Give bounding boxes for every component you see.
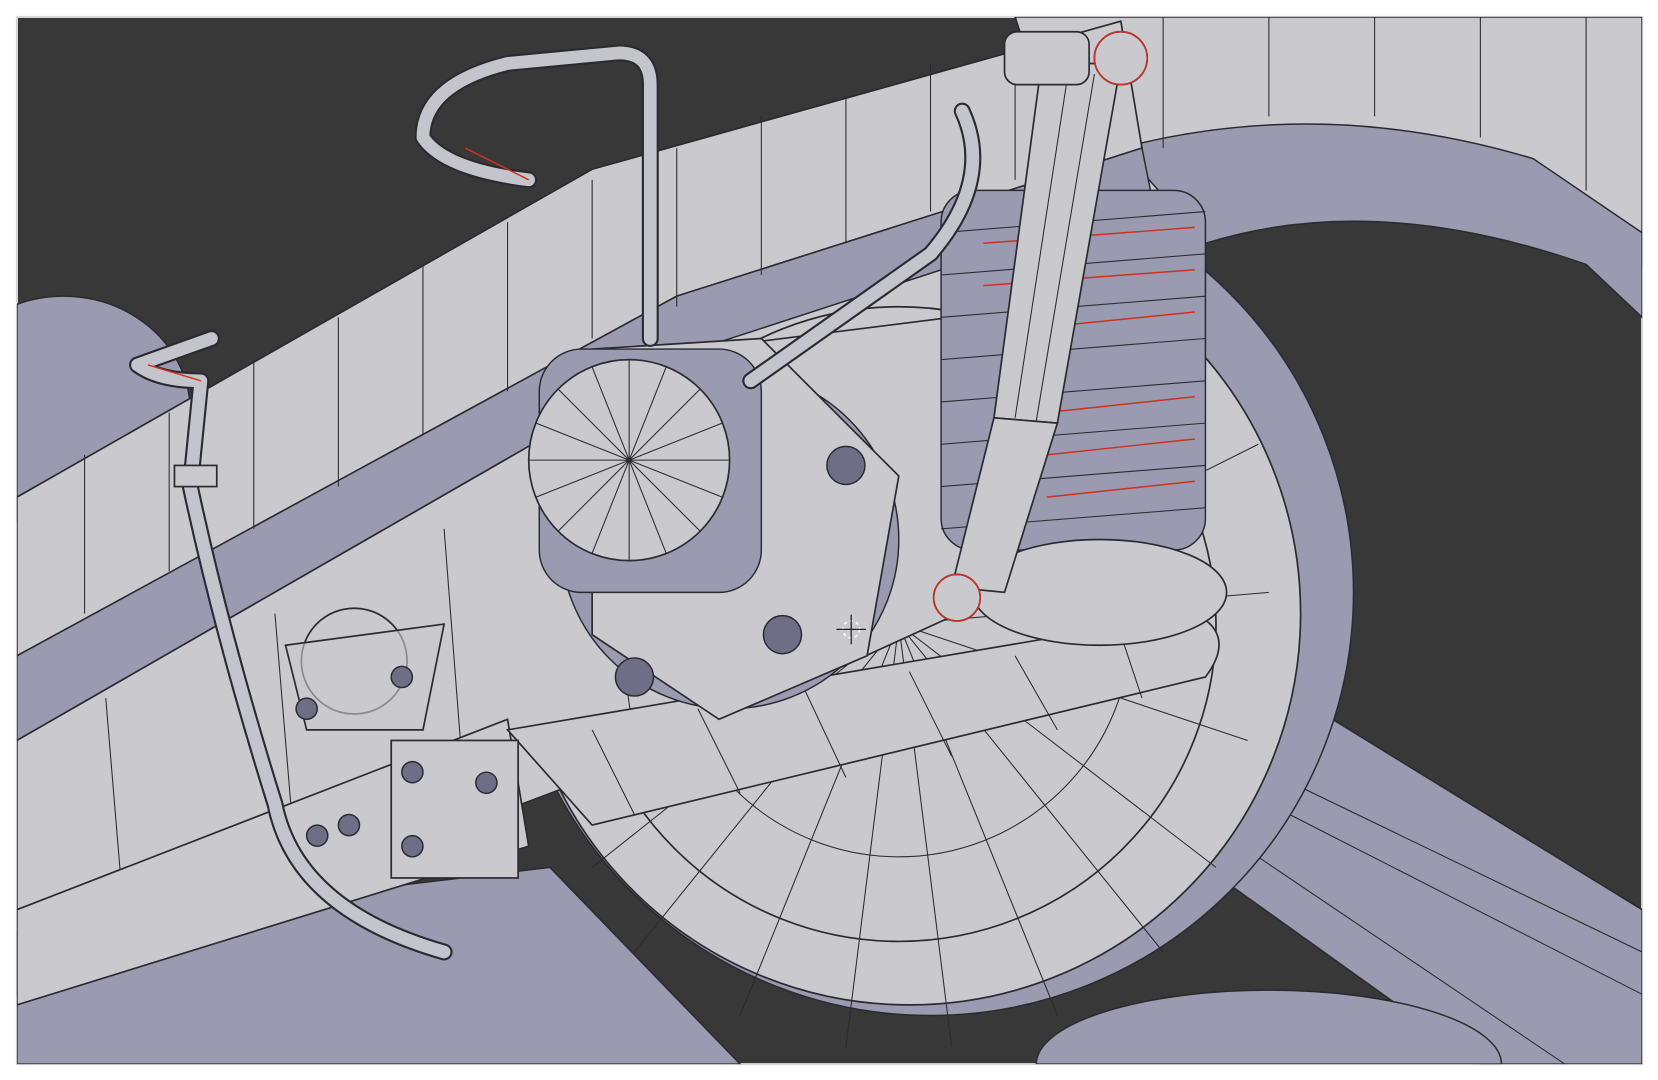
shock-absorber: [932, 30, 1149, 622]
selected-edges: [147, 147, 530, 382]
equalizer-bar: [305, 612, 1220, 879]
axle-box: [284, 337, 900, 731]
pipes: [129, 44, 982, 961]
3d-cursor-icon[interactable]: [836, 614, 867, 645]
